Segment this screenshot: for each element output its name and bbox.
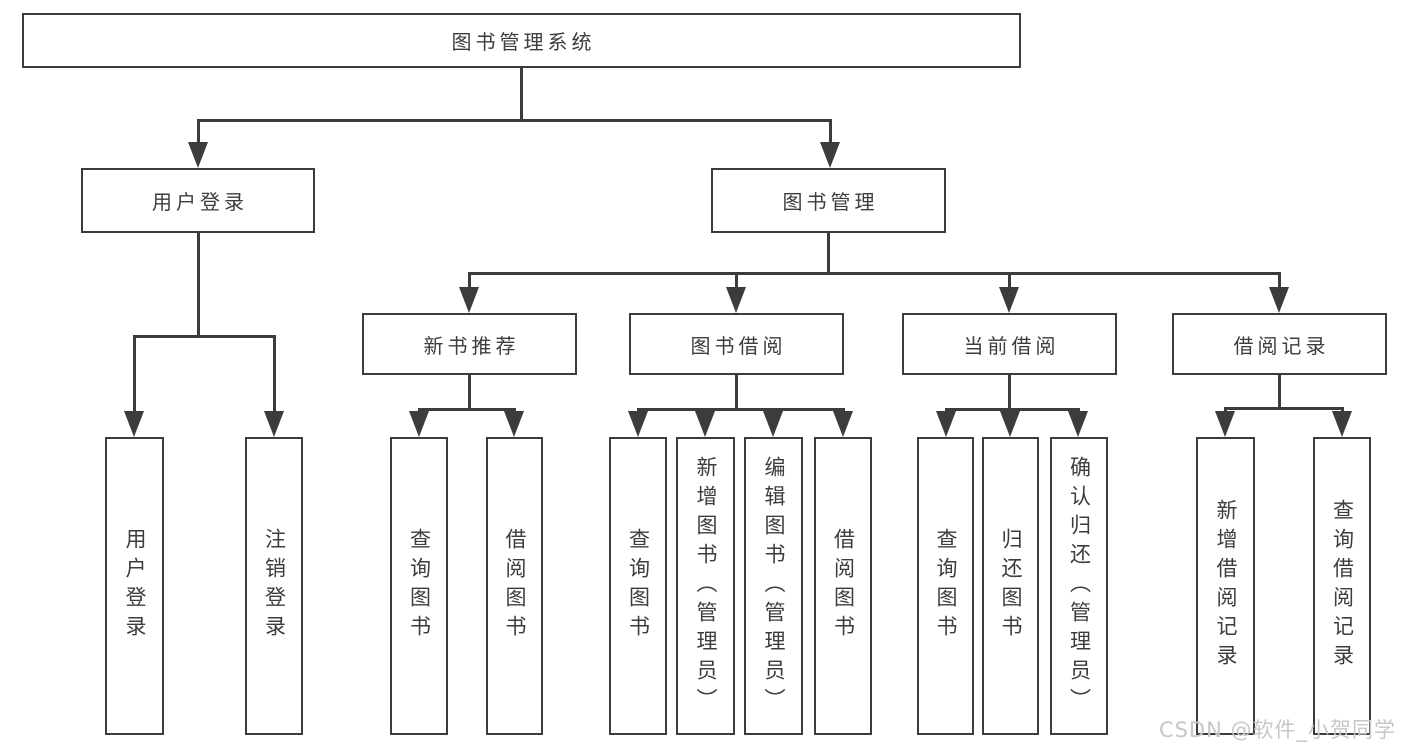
connector-line [1224, 407, 1343, 410]
leaf-query-books-recommend: 查询图书 [390, 437, 448, 735]
arrow-down-icon [1000, 411, 1020, 437]
leaf-add-borrow-record: 新增借阅记录 [1196, 437, 1255, 735]
connector-line [1278, 375, 1281, 407]
connector-line [829, 119, 832, 148]
node-book-management: 图书管理 [711, 168, 946, 233]
arrow-down-icon [628, 411, 648, 437]
leaf-edit-book-admin: 编辑图书（管理员） [744, 437, 803, 735]
arrow-down-icon [459, 287, 479, 313]
connector-line [133, 335, 275, 338]
arrow-down-icon [695, 411, 715, 437]
arrow-down-icon [820, 142, 840, 168]
node-new-book-recommendation: 新书推荐 [362, 313, 577, 375]
leaf-query-books-current: 查询图书 [917, 437, 974, 735]
arrow-down-icon [1068, 411, 1088, 437]
connector-line [1278, 272, 1281, 292]
leaf-borrow-books-recommend: 借阅图书 [486, 437, 543, 735]
connector-line [273, 335, 276, 417]
arrow-down-icon [1269, 287, 1289, 313]
leaf-confirm-return-admin: 确认归还（管理员） [1050, 437, 1108, 735]
leaf-add-book-admin: 新增图书（管理员） [676, 437, 735, 735]
connector-line [1008, 272, 1011, 292]
connector-line [468, 272, 1280, 275]
connector-line [418, 408, 516, 411]
arrow-down-icon [124, 411, 144, 437]
connector-line [945, 408, 1080, 411]
arrow-down-icon [936, 411, 956, 437]
node-book-borrowing: 图书借阅 [629, 313, 844, 375]
arrow-down-icon [409, 411, 429, 437]
leaf-borrow-books-borrowing: 借阅图书 [814, 437, 872, 735]
arrow-down-icon [999, 287, 1019, 313]
connector-line [735, 272, 738, 292]
arrow-down-icon [188, 142, 208, 168]
node-user-login: 用户登录 [81, 168, 315, 233]
node-borrowing-records: 借阅记录 [1172, 313, 1387, 375]
connector-line [197, 119, 831, 122]
node-library-management-system: 图书管理系统 [22, 13, 1021, 68]
connector-line [827, 233, 830, 272]
arrow-down-icon [833, 411, 853, 437]
connector-line [735, 375, 738, 408]
leaf-return-book: 归还图书 [982, 437, 1039, 735]
node-current-borrowing: 当前借阅 [902, 313, 1117, 375]
leaf-query-borrow-record: 查询借阅记录 [1313, 437, 1371, 735]
arrow-down-icon [726, 287, 746, 313]
connector-line [520, 68, 523, 119]
arrow-down-icon [763, 411, 783, 437]
leaf-query-books-borrowing: 查询图书 [609, 437, 667, 735]
arrow-down-icon [1332, 411, 1352, 437]
leaf-logout: 注销登录 [245, 437, 303, 735]
connector-line [197, 233, 200, 335]
connector-line [133, 335, 136, 417]
csdn-watermark: CSDN @软件_小贺同学 [1158, 718, 1396, 742]
connector-line [637, 408, 844, 411]
arrow-down-icon [1215, 411, 1235, 437]
leaf-user-login: 用户登录 [105, 437, 164, 735]
arrow-down-icon [504, 411, 524, 437]
connector-line [468, 375, 471, 408]
connector-line [1008, 375, 1011, 408]
connector-line [468, 272, 471, 292]
connector-line [197, 119, 200, 148]
arrow-down-icon [264, 411, 284, 437]
